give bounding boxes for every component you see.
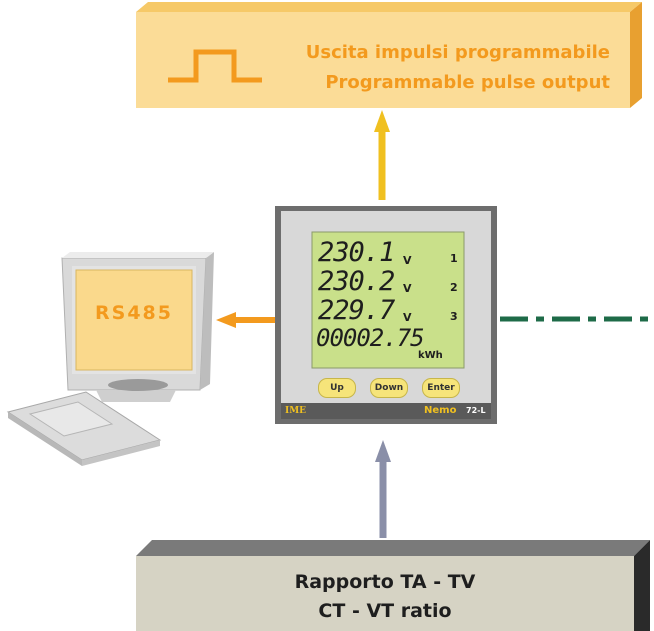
lcd-unit-2: V	[403, 282, 412, 295]
meter-enter-button[interactable]: Enter	[422, 378, 460, 398]
lcd-index-3: 3	[450, 310, 458, 323]
pulse-output-title-en: Programmable pulse output	[325, 72, 610, 93]
lcd-energy-unit: kWh	[418, 350, 443, 361]
ratio-title-it: Rapporto TA - TV	[294, 571, 476, 593]
lcd-unit-3: V	[403, 311, 412, 324]
meter-housing	[275, 206, 497, 424]
ratio-title-en: CT - VT ratio	[318, 600, 452, 622]
keyboard	[6, 391, 162, 466]
pulse-output-title-it: Uscita impulsi programmabile	[305, 42, 610, 63]
computer-monitor	[61, 252, 214, 402]
meter-up-button[interactable]: Up	[318, 378, 356, 398]
pulse-output-box	[136, 2, 642, 108]
lcd-reading-1: 230.1	[318, 237, 395, 268]
pulse-waveform-icon	[168, 49, 262, 83]
arrow-to-pulse-output	[374, 110, 390, 200]
meter-model-name: Nemo	[424, 405, 457, 416]
lcd-energy-value: 00002.75	[316, 324, 425, 352]
meter-model-number: 72-L	[466, 406, 486, 415]
lcd-reading-3: 229.7	[318, 295, 395, 326]
rs485-label: RS485	[95, 302, 173, 324]
meter-brand-label: IME	[285, 406, 307, 416]
ratio-box	[136, 540, 650, 631]
arrow-to-rs485	[216, 312, 275, 328]
lcd-index-1: 1	[450, 252, 458, 265]
lcd-reading-2: 230.2	[318, 266, 395, 297]
arrow-from-ratio	[375, 440, 391, 538]
meter-down-button[interactable]: Down	[370, 378, 408, 398]
lcd-index-2: 2	[450, 281, 458, 294]
lcd-unit-1: V	[403, 254, 412, 267]
